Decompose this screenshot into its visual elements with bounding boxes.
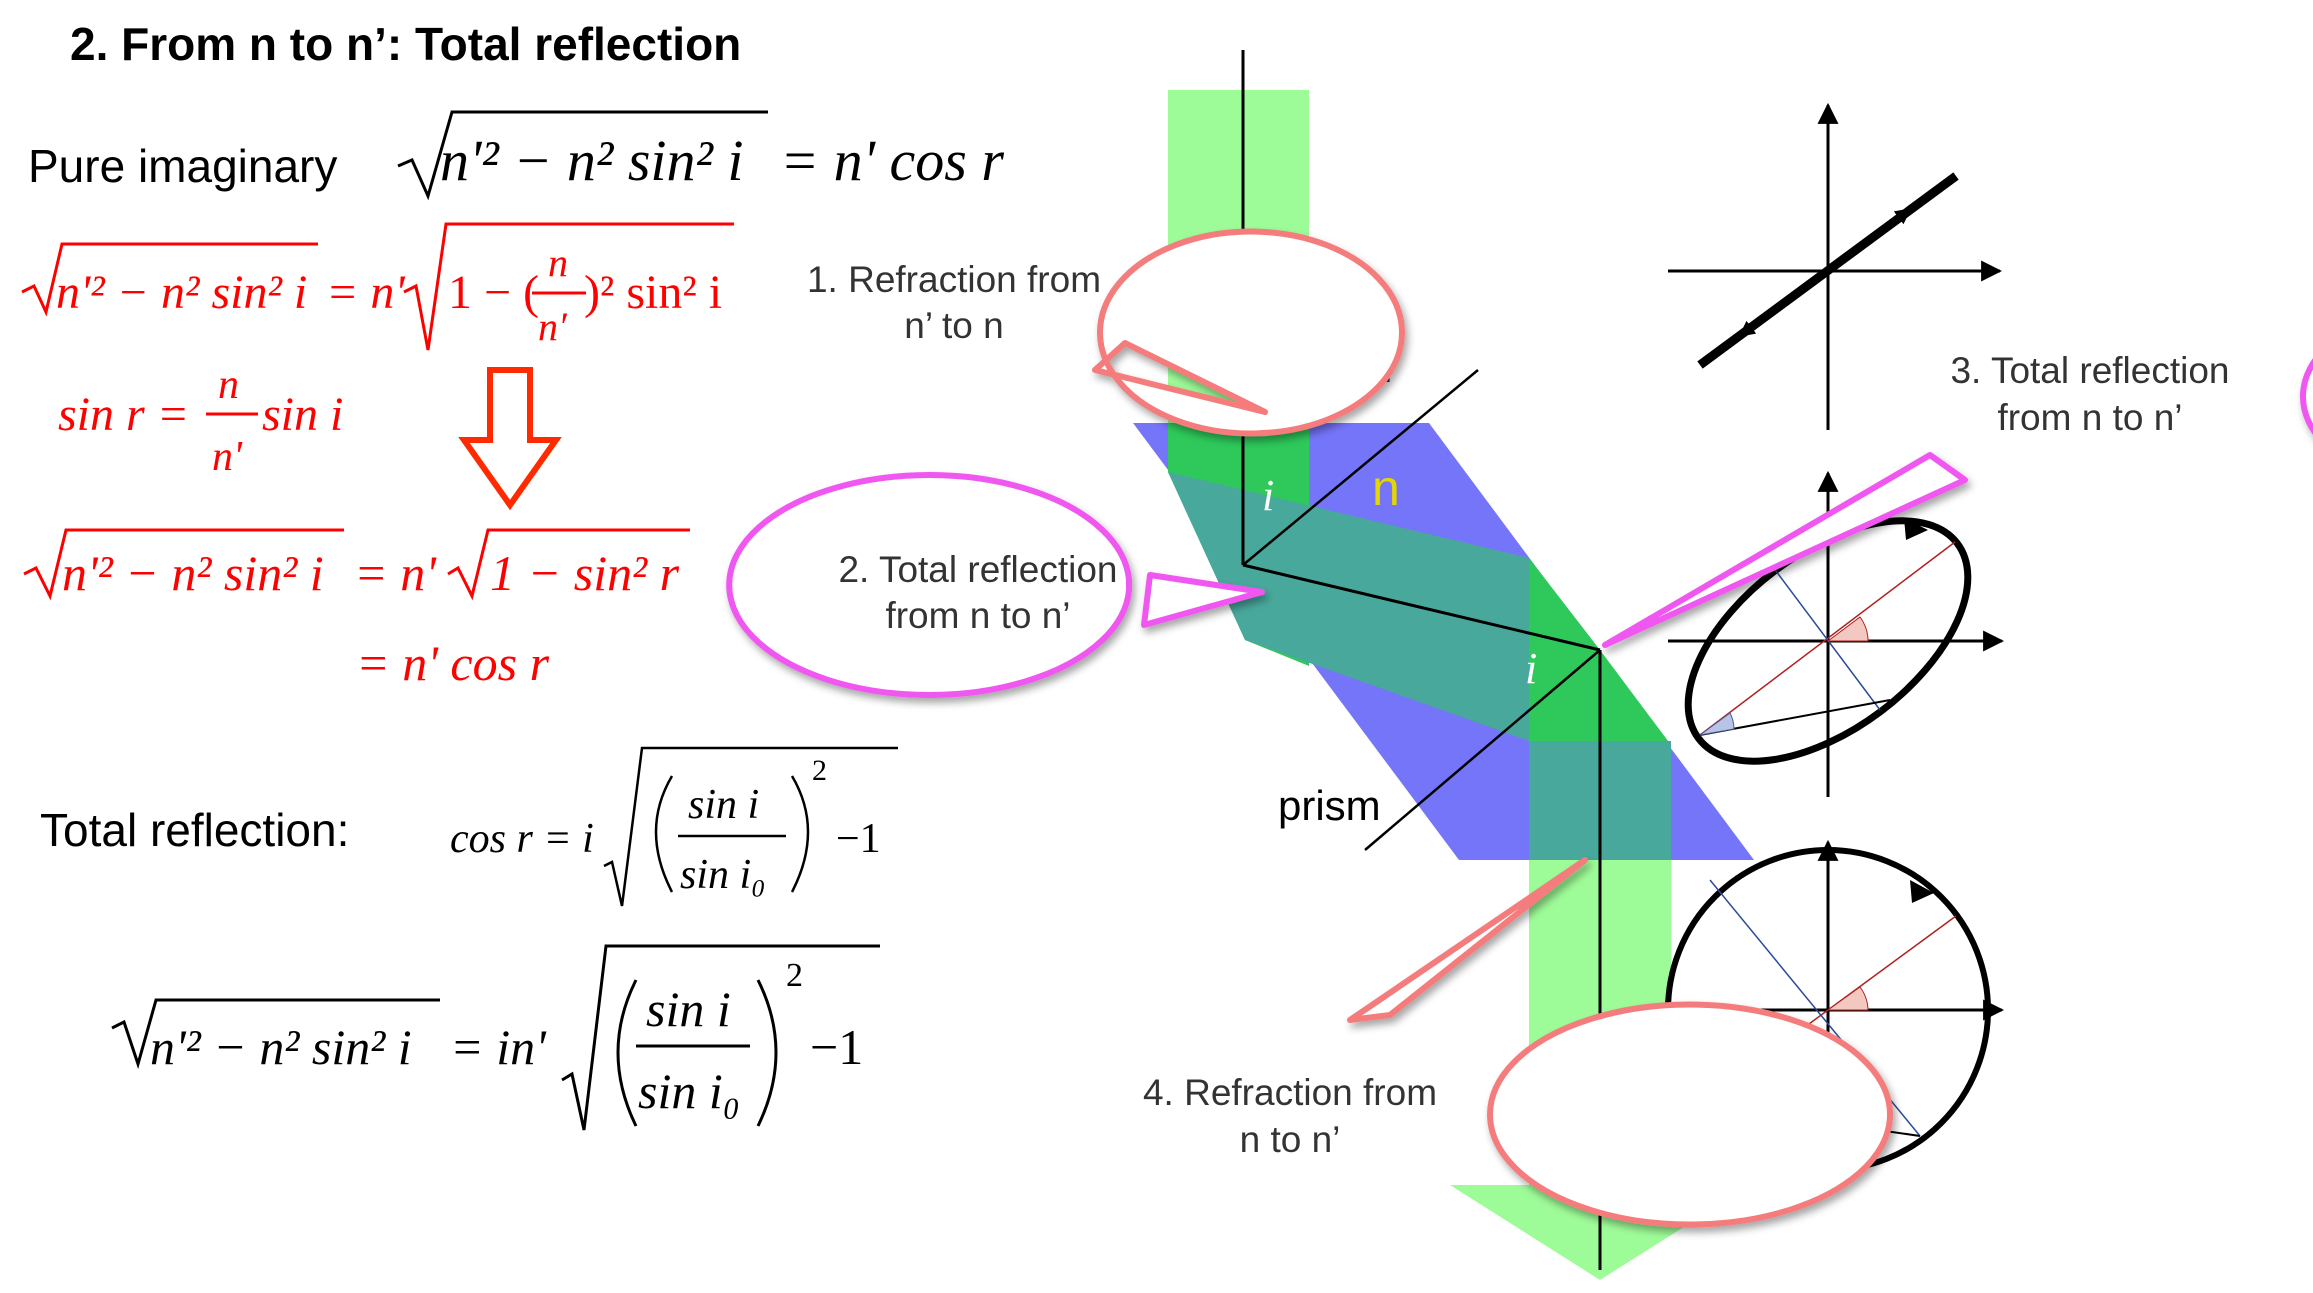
rotation-arrowhead (1910, 880, 1934, 903)
red-eq3-rad: 1 − sin² r (490, 545, 680, 601)
paren-left (616, 979, 638, 1127)
sqrt-sign (403, 222, 734, 351)
sqrt-sign (23, 528, 344, 601)
sqrt-sign (447, 528, 690, 601)
red-eq1-frac-den: n′ (538, 304, 568, 349)
polarization-arrow-up (1879, 208, 1912, 233)
tr-equation-2: n'² − n² sin² i = in' sin i sin i₀ 2 −1 (111, 944, 880, 1131)
callout-1-line1: 1. Refraction from (807, 259, 1101, 300)
normal-line-1 (1242, 369, 1479, 566)
callout-3 (1602, 358, 2313, 648)
elliptical-polarization-plot (1668, 470, 2005, 797)
callout-1-bubble (1092, 228, 1405, 437)
tr1-num: sin i (688, 782, 759, 828)
callout-4-line1: 4. Refraction from (1143, 1072, 1437, 1113)
red-eq2-frac-den: n' (212, 434, 243, 480)
callout-3-bubble (1602, 358, 2313, 648)
label-prism: prism (1278, 782, 1381, 829)
red-equation-2: sin r = n n' sin i (58, 362, 343, 480)
tr2-mid: = in' (450, 1019, 547, 1075)
linear-polarization-plot (1668, 102, 2003, 430)
callout-4-bubble (1347, 857, 1893, 1228)
sqrt-sign (561, 944, 880, 1131)
equation-top-lhs: n'² − n² sin² i (440, 128, 744, 193)
tr1-lhs: cos r = i (450, 816, 594, 862)
pure-imaginary-label: Pure imaginary (28, 140, 337, 192)
normal-line-2 (1364, 649, 1601, 851)
callout-3-line2: from n to n’ (1997, 397, 2182, 438)
tr1-den: sin i₀ (680, 852, 766, 898)
label-angle-i-2: i (1525, 644, 1537, 693)
callout-2-line2: from n to n’ (885, 595, 1070, 636)
major-axis (1699, 541, 1956, 736)
label-angle-i-1: i (1262, 471, 1274, 520)
total-reflection-label: Total reflection: (40, 804, 349, 856)
sqrt-sign (111, 998, 440, 1070)
red-eq1-frac-num: n (548, 240, 568, 285)
tr2-lhs: n'² − n² sin² i (150, 1019, 412, 1075)
polarization-arrow-down (1738, 312, 1771, 337)
tr1-tail: −1 (836, 816, 881, 862)
red-eq2-lhs: sin r = (58, 388, 189, 441)
red-eq3-lhs: n'² − n² sin² i (62, 545, 324, 601)
red-eq3-mid: = n' (354, 545, 437, 601)
angle-wedge-center (1826, 616, 1869, 642)
callout-2-bubble (726, 472, 1265, 698)
red-eq1-mid: = n' (326, 266, 405, 319)
paren-left (654, 775, 674, 893)
callout-3-text: 3. Total reflection from n to n’ (1950, 350, 2229, 438)
tr2-den: sin i₀ (638, 1063, 740, 1119)
callout-1-line2: n’ to n (904, 305, 1003, 346)
paren-right (756, 979, 778, 1127)
paren-right (790, 775, 810, 893)
tr1-exp: 2 (812, 754, 827, 787)
label-n: n (1372, 460, 1400, 516)
sqrt-sign (21, 242, 318, 317)
red-equation-3: n'² − n² sin² i = n' 1 − sin² r (23, 528, 690, 601)
callout-1 (1092, 228, 1405, 437)
angle-wedge (1699, 712, 1735, 736)
equation-top-rhs: = n' cos r (780, 128, 1004, 193)
red-eq1-rad-a: 1 − ( (448, 266, 539, 319)
red-eq1-lhs: n'² − n² sin² i (56, 266, 307, 319)
callout-4-line2: n to n’ (1240, 1119, 1341, 1160)
callout-2-text: 2. Total reflection from n to n’ (838, 549, 1117, 636)
red-eq2-rhs: sin i (262, 388, 343, 441)
angle-wedge-center (1826, 986, 1869, 1011)
callout-1-text: 1. Refraction from n’ to n (807, 259, 1101, 346)
equation-top: n'² − n² sin² i = n' cos r (397, 110, 1004, 201)
minor-axis (1769, 562, 1881, 711)
rotation-arrowhead (1904, 518, 1928, 540)
sqrt-sign (603, 746, 898, 907)
reflected-ray (1242, 563, 1601, 652)
tr-equation-1: cos r = i sin i sin i₀ 2 −1 (450, 746, 898, 907)
callout-3-line1: 3. Total reflection (1950, 350, 2229, 391)
tr2-tail: −1 (810, 1019, 863, 1075)
callout-2-line1: 2. Total reflection (838, 549, 1117, 590)
callout-4 (1347, 857, 1893, 1228)
tr2-num: sin i (646, 981, 731, 1037)
red-equation-1: n'² − n² sin² i = n' 1 − ( n n′ )² sin² … (21, 222, 734, 351)
red-eq1-rad-b: )² sin² i (584, 266, 722, 319)
sqrt-sign (397, 110, 768, 201)
page-title: 2. From n to n’: Total reflection (70, 18, 741, 70)
red-equation-4: = n' cos r (356, 635, 550, 691)
red-eq2-frac-num: n (218, 362, 239, 408)
tr2-exp: 2 (786, 957, 803, 994)
callout-2 (726, 472, 1265, 698)
down-arrow (458, 367, 562, 511)
callout-4-text: 4. Refraction from n to n’ (1143, 1072, 1437, 1160)
